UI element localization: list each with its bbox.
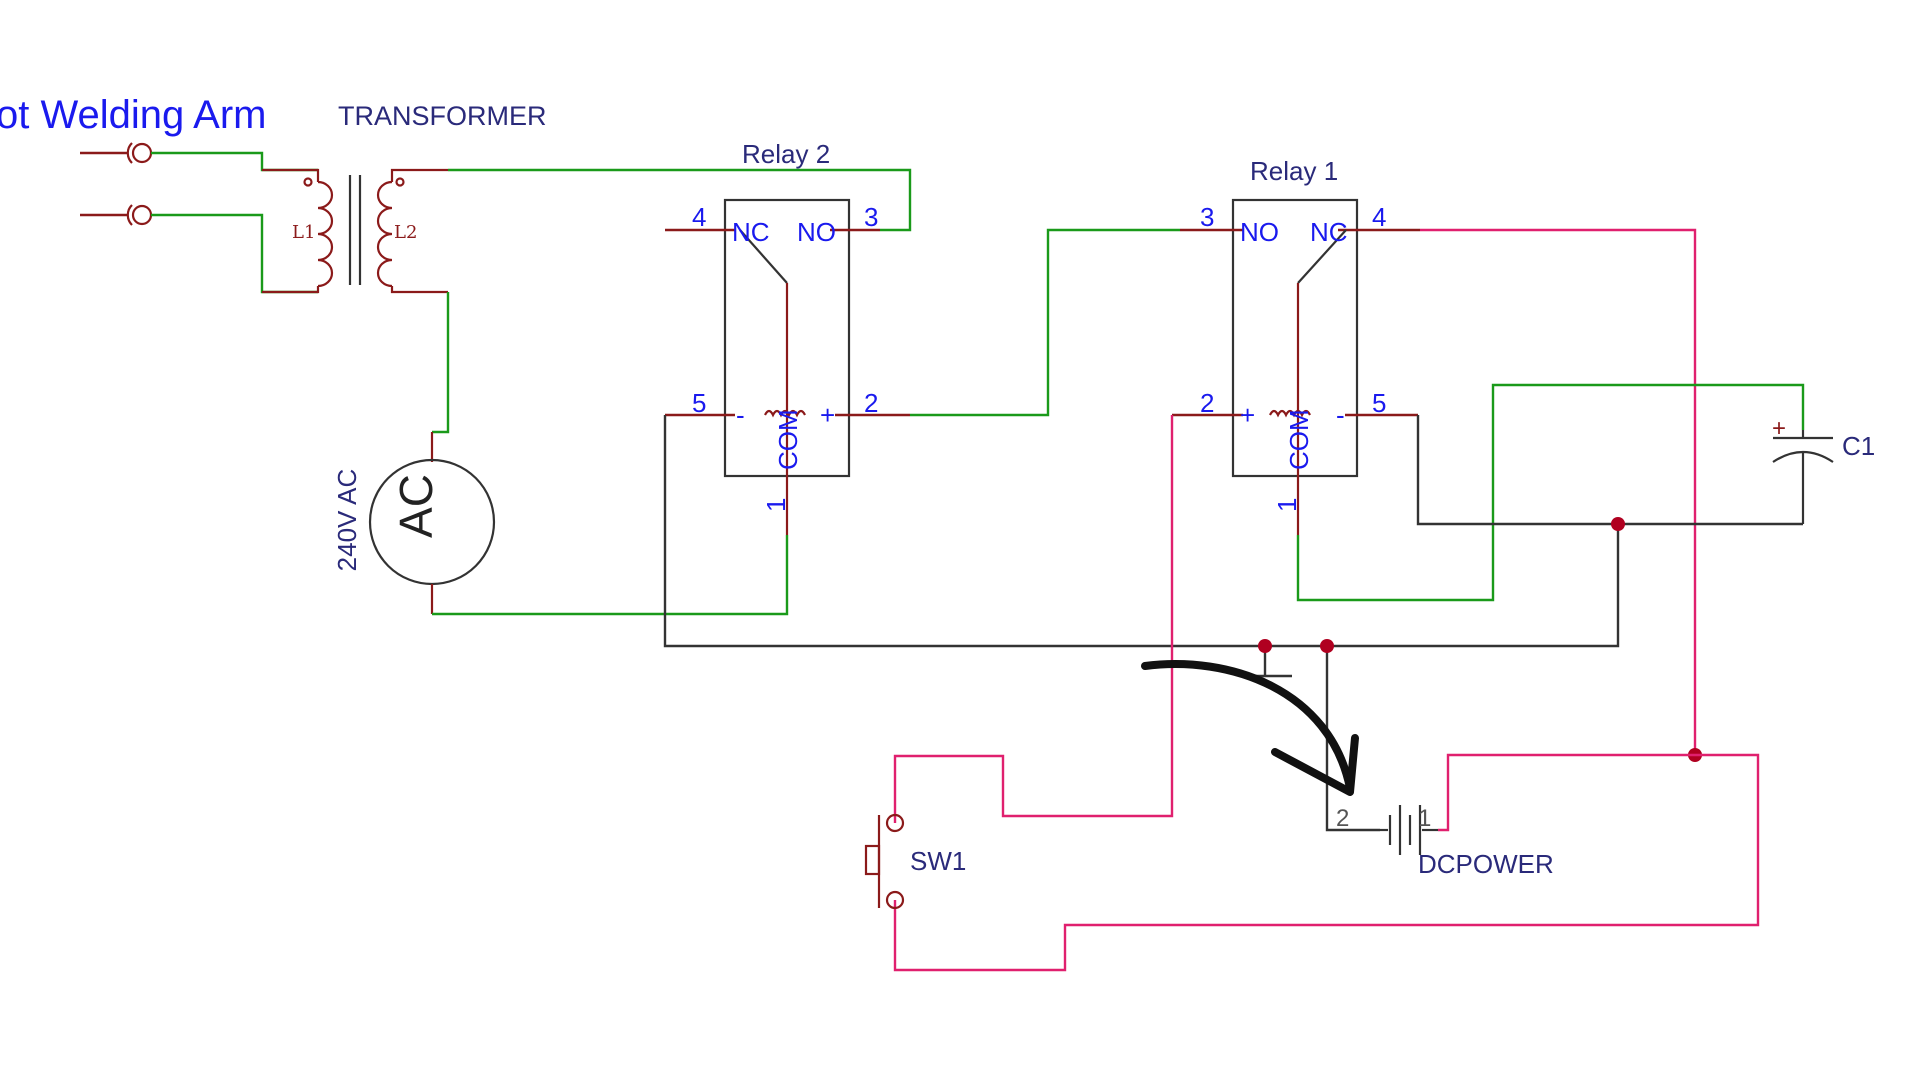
relay1-pin-3: 3 xyxy=(1200,202,1214,232)
relay2-pin-1: 1 xyxy=(761,498,791,512)
ac-source: AC xyxy=(368,432,496,614)
relay2-com: COM xyxy=(773,409,803,470)
relay1-pin-2: 2 xyxy=(1200,388,1214,418)
wire-transformer-to-ac xyxy=(432,292,450,434)
dcpower-battery: 2 1 xyxy=(1336,805,1438,855)
junction-dot xyxy=(1611,517,1625,531)
wire-sw1-to-dcpower xyxy=(893,753,1760,972)
dcpower-label: DCPOWER xyxy=(1418,849,1554,879)
annotation-arrow xyxy=(1141,660,1359,796)
c1-label: C1 xyxy=(1842,431,1875,461)
relay2-pin-5: 5 xyxy=(692,388,706,418)
wire-relay1-com-to-c1 xyxy=(1296,383,1805,602)
coil-l1-label: L1 xyxy=(292,222,315,243)
transformer: L1 L2 xyxy=(262,168,448,294)
diagram-title: ot Welding Arm xyxy=(0,93,267,137)
relay1-nc: NC xyxy=(1310,217,1348,247)
junction-dot xyxy=(1258,639,1272,653)
relay1-pin-4: 4 xyxy=(1372,202,1386,232)
relay2-minus: - xyxy=(736,400,745,430)
wire-c1-to-relay1-pin5 xyxy=(1416,415,1803,526)
ac-source-label: 240V AC xyxy=(332,469,362,572)
relay2-label: Relay 2 xyxy=(742,139,830,169)
c1-plus: + xyxy=(1772,415,1786,442)
welding-arm-terminals xyxy=(80,142,153,226)
dcpower-pin-2: 2 xyxy=(1336,805,1349,832)
wire-ground-to-dcpower xyxy=(1325,646,1380,832)
relay2-pin-2: 2 xyxy=(864,388,878,418)
dcpower-pin-1: 1 xyxy=(1418,805,1431,832)
relay-2: 4 3 5 2 NC NO - + COM 1 xyxy=(665,198,910,535)
transformer-label: TRANSFORMER xyxy=(338,101,547,131)
junction-dot xyxy=(1320,639,1334,653)
relay2-nc: NC xyxy=(732,217,770,247)
relay2-plus: + xyxy=(820,400,835,430)
wire-ac-to-relay2-com xyxy=(432,535,789,616)
sw1-label: SW1 xyxy=(910,846,966,876)
switch-sw1 xyxy=(864,813,905,910)
wire-relay2-to-relay1 xyxy=(910,228,1180,417)
wire-relay1-nc-to-dcpower xyxy=(1420,228,1697,755)
wire-arm-top xyxy=(151,151,318,172)
relay2-no: NO xyxy=(797,217,836,247)
relay1-com: COM xyxy=(1284,409,1314,470)
ac-symbol: AC xyxy=(390,474,442,538)
coil-l2-label: L2 xyxy=(394,222,417,243)
capacitor-c1: + xyxy=(1772,415,1834,524)
relay1-pin-5: 5 xyxy=(1372,388,1386,418)
wire-relay1-pin2-to-sw1 xyxy=(893,415,1174,823)
relay-1: 3 4 2 5 NO NC + - COM 1 xyxy=(1172,198,1420,535)
wire-transformer-to-relay2-no xyxy=(448,168,912,232)
relay1-plus: + xyxy=(1240,400,1255,430)
relay2-pin-3: 3 xyxy=(864,202,878,232)
relay1-minus: - xyxy=(1336,400,1345,430)
relay1-label: Relay 1 xyxy=(1250,156,1338,186)
wire-ground-bus xyxy=(663,415,1620,648)
relay1-pin-1: 1 xyxy=(1272,498,1302,512)
relay2-pin-4: 4 xyxy=(692,202,706,232)
relay1-no: NO xyxy=(1240,217,1279,247)
